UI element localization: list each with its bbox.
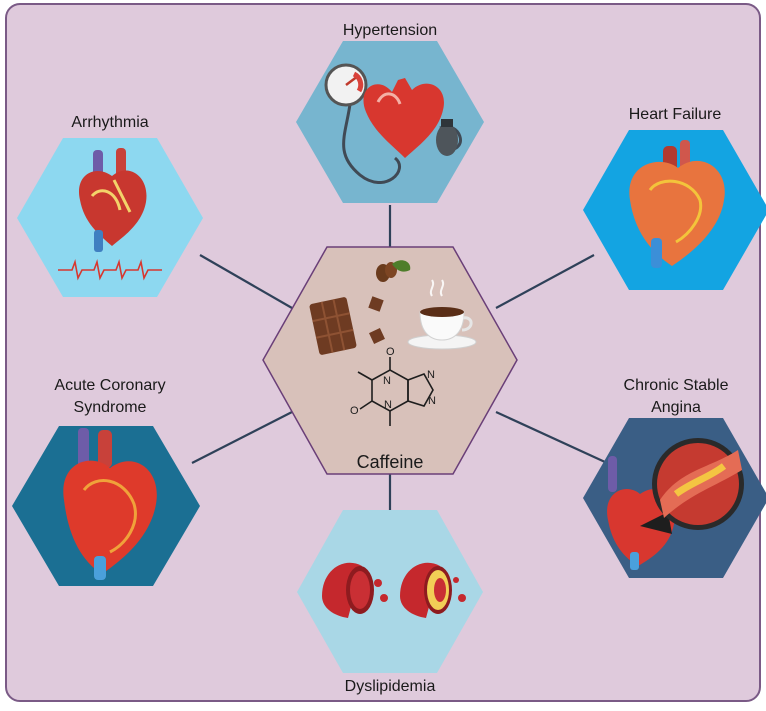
angina-label-line1: Chronic Stable: [590, 375, 762, 396]
svg-text:O: O: [350, 405, 359, 417]
angina-label-line2: Angina: [590, 397, 762, 418]
svg-text:N: N: [383, 375, 391, 387]
hypertension-label: Hypertension: [310, 20, 470, 41]
svg-text:N: N: [427, 369, 435, 381]
arrhythmia-label: Arrhythmia: [40, 112, 180, 133]
heart-failure-label: Heart Failure: [590, 104, 760, 125]
acs-label-line2: Syndrome: [20, 397, 200, 418]
bulb-icon: [436, 124, 458, 156]
caffeine-label: Caffeine: [330, 452, 450, 473]
svg-text:O: O: [386, 346, 395, 358]
svg-text:N: N: [384, 399, 392, 411]
acs-label-line1: Acute Coronary: [20, 375, 200, 396]
svg-text:N: N: [428, 395, 436, 407]
dyslipidemia-label: Dyslipidemia: [310, 676, 470, 697]
